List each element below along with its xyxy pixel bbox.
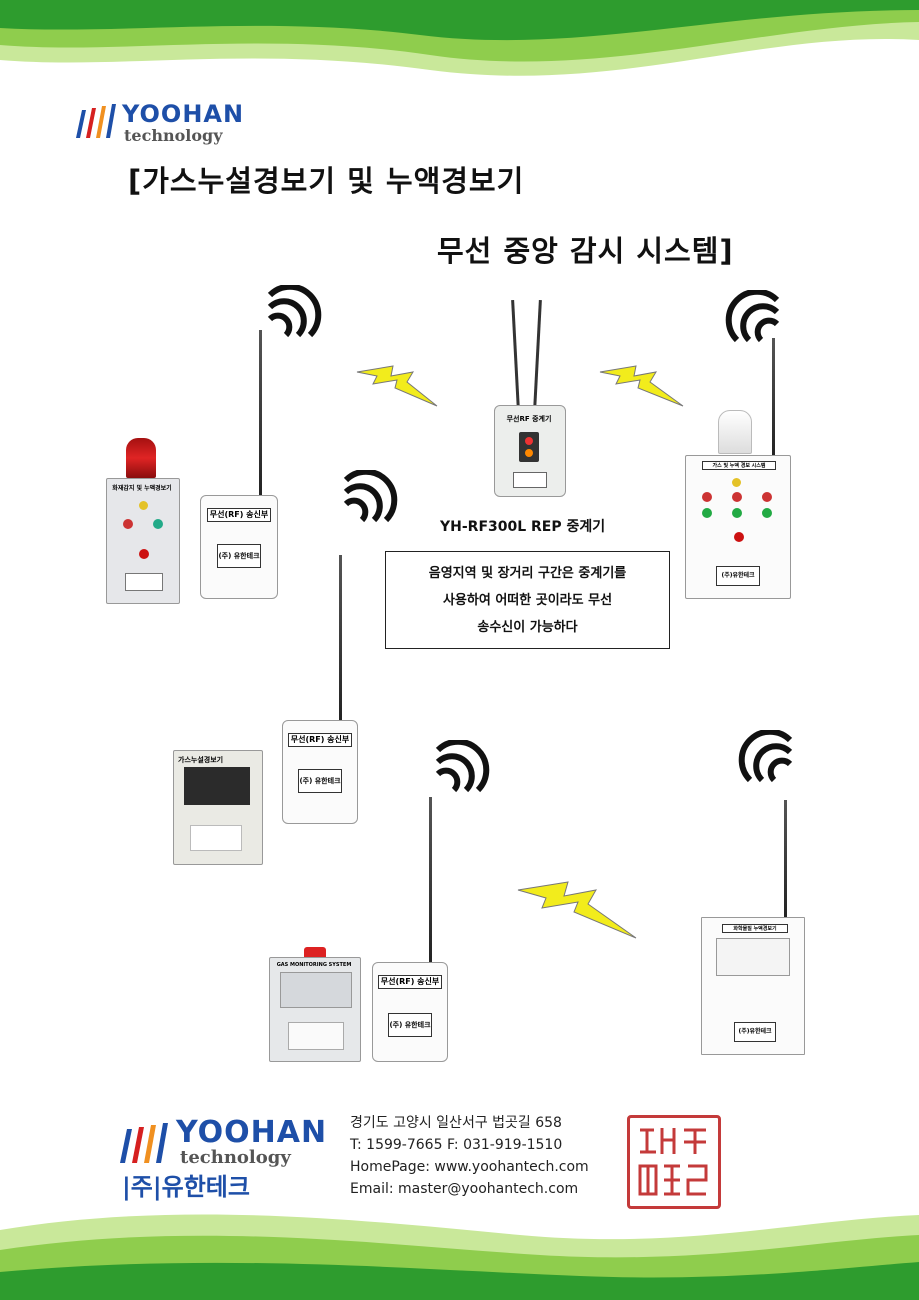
signal-waves-icon <box>435 740 490 793</box>
nameplate <box>125 573 163 591</box>
repeater-nameplate <box>513 472 547 488</box>
footer-logo: YOOHAN technology |주|유한테크 <box>120 1115 335 1201</box>
rf-transmitter-box: 무선(RF) 송신부 (주) 유한테크 <box>372 962 448 1062</box>
company-seal <box>627 1115 721 1209</box>
repeater-antenna-right <box>533 299 542 411</box>
transmitter-label: 무선(RF) 송신부 <box>378 975 442 989</box>
gas-monitor-modules <box>280 972 352 1008</box>
title-line-2: 무선 중앙 감시 시스템] <box>437 234 734 268</box>
antenna <box>772 338 775 456</box>
gas-monitoring-panel: GAS MONITORING SYSTEM <box>269 957 361 1062</box>
repeater-antenna-left <box>511 299 520 411</box>
gas-alarm-panel: 가스누설경보기 <box>173 750 263 865</box>
right-bottom-panel-label: 화학물질 누액경보기 <box>722 924 788 933</box>
footer-logo-yoohan-text: YOOHAN <box>176 1115 328 1150</box>
transmitter-label: 무선(RF) 송신부 <box>207 508 271 522</box>
right-top-panel-label: 가스 및 누액 경보 시스템 <box>702 461 776 470</box>
contact-block: 경기도 고양시 일산서구 법곳길 658 T: 1599-7665 F: 031… <box>350 1112 589 1200</box>
antenna <box>429 797 432 965</box>
logo-technology-text: technology <box>124 126 223 145</box>
antenna <box>339 555 342 723</box>
siren-lamp <box>304 947 326 957</box>
signal-waves-icon <box>267 285 322 338</box>
company-plate: (주)유한테크 <box>734 1022 776 1042</box>
siren-lamp <box>126 438 156 478</box>
email-link[interactable]: Email: master@yoohantech.com <box>350 1181 579 1197</box>
description-line-2: 사용하여 어떠한 곳이라도 무선 <box>442 593 613 608</box>
signal-waves-icon <box>738 730 793 783</box>
repeater-label: 무선RF 중계기 <box>506 415 552 423</box>
description-line-3: 송수신이 가능하다 <box>477 620 578 635</box>
signal-waves-icon <box>343 470 398 523</box>
address-text: 경기도 고양시 일산서구 법곳길 658 <box>350 1115 562 1131</box>
fire-alarm-panel: 화재감지 및 누액경보기 <box>106 478 180 604</box>
lightning-bolt-icon <box>356 365 438 407</box>
chemical-panel-modules <box>716 938 790 976</box>
repeater-indicator-panel <box>519 432 539 462</box>
gas-alarm-label: 가스누설경보기 <box>178 756 224 764</box>
right-top-alarm-panel: 가스 및 누액 경보 시스템 (주)유한테크 <box>685 455 791 599</box>
rf-transmitter-box: 무선(RF) 송신부 (주) 유한테크 <box>282 720 358 824</box>
gas-monitor-label: GAS MONITORING SYSTEM <box>276 962 352 968</box>
transmitter-company-plate: (주) 유한테크 <box>217 544 261 568</box>
bottom-wave-banner <box>0 1214 919 1300</box>
siren-lamp <box>718 410 752 454</box>
transmitter-company-plate: (주) 유한테크 <box>298 769 342 793</box>
header-logo: YOOHAN technology <box>76 100 276 148</box>
lightning-bolt-icon <box>599 365 684 407</box>
repeater-device: 무선RF 중계기 <box>494 405 566 497</box>
footer-logo-technology-text: technology <box>180 1147 291 1168</box>
phone-text: T: 1599-7665 F: 031-919-1510 <box>350 1137 563 1153</box>
repeater-description-box: 음영지역 및 장거리 구간은 중계기를 사용하여 어떠한 곳이라도 무선 송수신… <box>385 551 670 649</box>
right-bottom-alarm-panel: 화학물질 누액경보기 (주)유한테크 <box>701 917 805 1055</box>
logo-yoohan-text: YOOHAN <box>122 100 245 128</box>
gas-alarm-modules <box>184 767 250 805</box>
logo-stripes-icon <box>76 104 116 138</box>
rf-transmitter-box: 무선(RF) 송신부 (주) 유한테크 <box>200 495 278 599</box>
transmitter-company-plate: (주) 유한테크 <box>388 1013 432 1037</box>
antenna <box>784 800 787 920</box>
top-wave-banner <box>0 0 919 76</box>
company-plate: (주)유한테크 <box>716 566 760 586</box>
fire-alarm-label: 화재감지 및 누액경보기 <box>112 485 172 492</box>
title-line-1: [가스누설경보기 및 누액경보기 <box>128 164 525 198</box>
lightning-bolt-icon <box>517 881 637 939</box>
signal-waves-icon <box>725 290 780 343</box>
seal-pattern-icon <box>638 1128 708 1196</box>
footer-logo-korean-text: |주|유한테크 <box>122 1173 250 1201</box>
logo-stripes-icon <box>120 1123 168 1163</box>
transmitter-label: 무선(RF) 송신부 <box>288 733 352 747</box>
homepage-link[interactable]: HomePage: www.yoohantech.com <box>350 1159 589 1175</box>
repeater-model-caption: YH-RF300L REP 중계기 <box>440 519 606 535</box>
antenna <box>259 330 262 498</box>
description-line-1: 음영지역 및 장거리 구간은 중계기를 <box>428 566 627 581</box>
